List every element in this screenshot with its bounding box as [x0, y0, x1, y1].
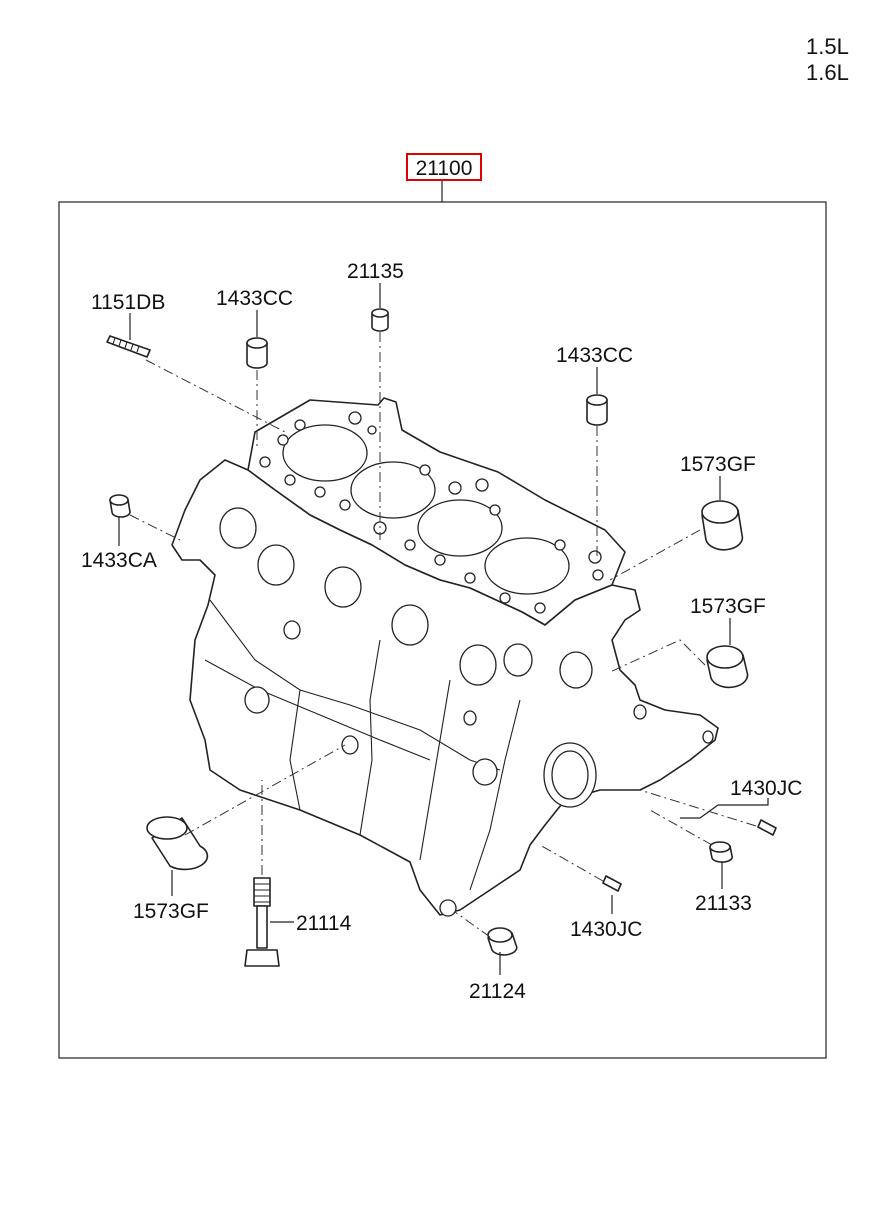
cylinder-block: [171, 397, 719, 917]
dowel-pin-21135[interactable]: [371, 308, 389, 332]
plug-1573GF[interactable]: [146, 816, 209, 871]
main-part-number[interactable]: 21100: [416, 157, 473, 180]
callout-label[interactable]: 1433CC: [556, 344, 633, 367]
callout-label[interactable]: 1433CA: [81, 549, 157, 572]
callout-label[interactable]: 21133: [695, 892, 752, 915]
callout-label[interactable]: 1573GF: [133, 900, 209, 923]
callout-label[interactable]: 1573GF: [690, 595, 766, 618]
bushing-21124[interactable]: [487, 927, 518, 956]
callout-label[interactable]: 21124: [469, 980, 526, 1003]
pin-1430JC[interactable]: [757, 819, 777, 836]
callout-label[interactable]: 1573GF: [680, 453, 756, 476]
plug-21133[interactable]: [709, 841, 733, 863]
sleeve-1433CC[interactable]: [586, 394, 608, 426]
sleeve-1433CC[interactable]: [246, 337, 268, 369]
version-label: 1.5L: [806, 34, 849, 59]
bolt-21114[interactable]: [244, 877, 280, 967]
callout-label[interactable]: 1430JC: [570, 918, 642, 941]
sleeve-1433CA[interactable]: [109, 494, 131, 518]
plug-1573GF[interactable]: [706, 645, 749, 689]
pin-1430JC[interactable]: [602, 875, 622, 892]
stud-bolt-1151DB[interactable]: [106, 335, 151, 358]
callout-label[interactable]: 21114: [296, 912, 352, 935]
plug-1573GF[interactable]: [701, 500, 744, 551]
assembly-frame: [58, 201, 827, 1059]
version-label: 1.6L: [806, 60, 849, 85]
callout-label[interactable]: 1430JC: [730, 777, 802, 800]
callout-label[interactable]: 1151DB: [91, 291, 165, 314]
main-part-highlight[interactable]: [406, 153, 482, 181]
callout-label[interactable]: 21135: [347, 260, 404, 283]
leader-lines: [118, 283, 769, 975]
callout-label[interactable]: 1433CC: [216, 287, 293, 310]
